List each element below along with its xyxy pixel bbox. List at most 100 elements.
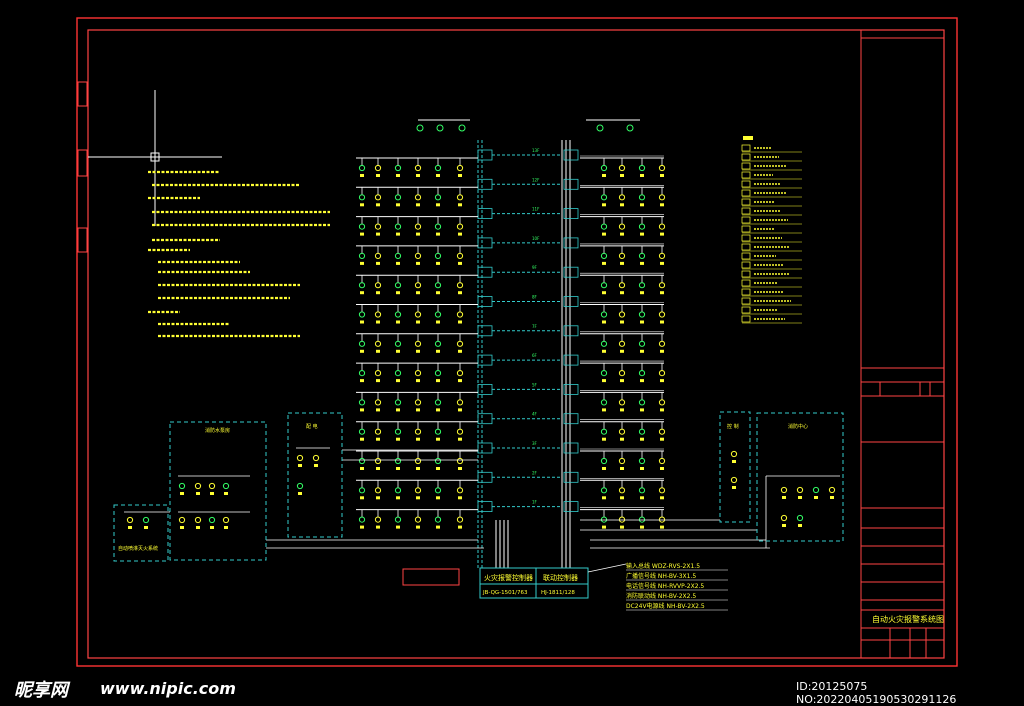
detector-symbol xyxy=(600,399,608,406)
device-label xyxy=(210,526,214,529)
box-device xyxy=(312,454,320,462)
detector-symbol xyxy=(394,164,402,172)
device-label xyxy=(180,526,184,529)
device-label xyxy=(640,203,644,207)
device-label xyxy=(620,525,624,529)
legend-symbol xyxy=(741,315,751,323)
device-label xyxy=(620,232,624,236)
device-label xyxy=(458,291,462,295)
detector-symbol xyxy=(374,223,382,230)
box-device xyxy=(142,516,150,524)
device-label xyxy=(620,320,624,324)
detector-symbol xyxy=(600,223,608,230)
device-label xyxy=(660,379,664,383)
device-label xyxy=(602,496,606,500)
floor-module xyxy=(477,383,493,395)
roof-device xyxy=(596,124,604,132)
floor-module xyxy=(477,149,493,161)
detector-symbol xyxy=(414,340,422,347)
floor-module xyxy=(563,296,579,307)
detector-symbol xyxy=(618,340,626,347)
box-device xyxy=(730,450,738,458)
device-label xyxy=(602,232,606,236)
detector-symbol xyxy=(618,252,626,259)
floor-tag: 8F xyxy=(532,295,538,300)
device-label xyxy=(416,437,420,441)
floor-module xyxy=(563,266,579,278)
floor-module xyxy=(563,471,579,483)
detector-symbol xyxy=(456,223,464,230)
detector-symbol xyxy=(638,282,646,289)
box-device xyxy=(126,516,134,524)
detector-symbol xyxy=(658,164,666,172)
pump-room-label: 消防水泵房 xyxy=(205,427,230,434)
device-label xyxy=(660,437,664,441)
detector-symbol xyxy=(638,428,646,435)
detector-symbol xyxy=(434,194,442,201)
box-device xyxy=(222,482,230,490)
box-device xyxy=(208,482,216,490)
detector-symbol xyxy=(456,252,464,259)
cable-spec-item: 消防联动线 NH-BV-2X2.5 xyxy=(626,592,696,600)
box-device xyxy=(780,486,788,494)
detector-symbol xyxy=(374,399,382,406)
device-label xyxy=(458,379,462,383)
detector-symbol xyxy=(414,311,422,318)
watermark-logo: 昵享网 xyxy=(14,680,68,701)
fire-controller-line2: JB-QG-1501/763 xyxy=(482,590,528,596)
device-label xyxy=(458,174,462,177)
detector-symbol xyxy=(456,282,464,289)
device-label xyxy=(640,320,644,324)
floor-module xyxy=(563,178,579,190)
fire-center-box xyxy=(756,412,844,542)
legend-symbol xyxy=(741,288,751,296)
legend-symbol xyxy=(741,144,751,152)
detector-symbol xyxy=(394,194,402,201)
device-label xyxy=(396,467,400,470)
roof-device xyxy=(626,124,634,132)
device-label xyxy=(360,379,364,383)
detector-symbol xyxy=(456,311,464,318)
device-label xyxy=(144,526,148,529)
device-label xyxy=(416,379,420,383)
device-label xyxy=(436,232,440,236)
floor-tag: 1F xyxy=(532,500,538,505)
roof-device xyxy=(458,124,466,132)
device-label xyxy=(396,496,400,500)
device-label xyxy=(396,379,400,383)
box-device xyxy=(296,454,304,462)
detector-symbol xyxy=(394,282,402,289)
detector-symbol xyxy=(358,428,366,435)
device-label xyxy=(396,261,400,265)
device-label xyxy=(360,261,364,265)
device-label xyxy=(314,464,318,467)
floor-module xyxy=(477,208,493,220)
device-label xyxy=(360,467,364,470)
watermark-site: www.nipic.com xyxy=(100,679,236,698)
design-notes xyxy=(148,170,330,338)
device-label xyxy=(620,496,624,500)
device-label xyxy=(210,492,214,495)
detector-symbol xyxy=(374,194,382,201)
legend-symbol xyxy=(741,261,751,269)
detector-symbol xyxy=(358,164,366,172)
device-label xyxy=(436,437,440,441)
box-device xyxy=(208,516,216,524)
device-label xyxy=(416,174,420,177)
fire-controller-line1: 火灾报警控制器 xyxy=(484,573,533,582)
device-label xyxy=(660,320,664,324)
device-label xyxy=(360,408,364,412)
detector-symbol xyxy=(374,252,382,259)
device-label xyxy=(602,291,606,295)
device-label xyxy=(360,174,364,177)
device-label xyxy=(376,467,380,470)
detector-symbol xyxy=(658,194,666,201)
device-label xyxy=(416,320,420,324)
floor-module xyxy=(563,383,579,395)
detector-symbol xyxy=(374,164,382,172)
device-label xyxy=(660,349,664,353)
device-label xyxy=(602,379,606,383)
margin-marks xyxy=(77,81,88,253)
device-label xyxy=(620,349,624,353)
device-label xyxy=(416,349,420,353)
